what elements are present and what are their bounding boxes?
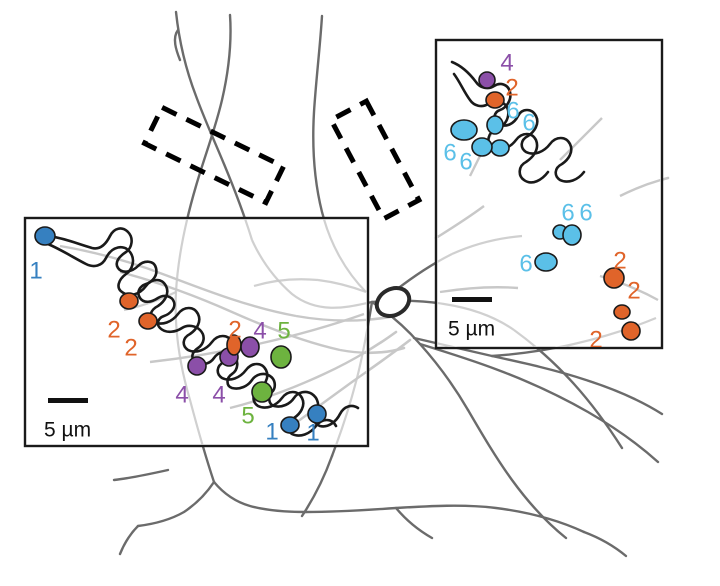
dendrite-branch-0 <box>174 10 254 242</box>
inset-top-right-bg-light-12 <box>619 178 661 198</box>
inset-bottom-left-border <box>23 216 370 448</box>
inset-bottom-left-bg-dark-20 <box>334 324 367 445</box>
inset-bottom-left-bg-light-2 <box>119 270 341 352</box>
inset-bottom-left-bg-dark-17 <box>420 344 658 462</box>
dendrite-branch-7 <box>212 480 308 514</box>
spine-marker-bl-m1 <box>34 226 56 246</box>
spine-label-tr-m12: 2 <box>589 326 602 353</box>
spine-label-bl-m4: 4 <box>175 381 188 408</box>
spine-label-bl-m9: 5 <box>241 402 254 429</box>
dendrite-branch-9 <box>112 468 170 482</box>
spine-label-bl-m10: 1 <box>265 418 278 445</box>
dendrite-branch-17 <box>418 342 660 464</box>
inset-top-right-bg-dark-12 <box>513 329 538 347</box>
inset-bottom-left-bg-light-0 <box>59 244 297 318</box>
spine-marker-tr-m11 <box>613 304 631 320</box>
spine-label-bl-m6: 2 <box>228 316 241 343</box>
inset-top-right-bg-light-9 <box>559 117 603 161</box>
spine-label-tr-m2: 2 <box>505 74 518 101</box>
spine-marker-tr-m12 <box>621 321 641 341</box>
inset-top-right-bg-dark-23 <box>451 234 523 256</box>
inset-bottom-left-scalebar <box>48 398 88 403</box>
spine-label-tr-m3: 6 <box>506 97 519 124</box>
inset-top-right-bg-light-7 <box>437 205 485 239</box>
inset-top-right-border <box>434 38 664 350</box>
dendrite-branch-19 <box>582 530 628 558</box>
inset-top-right-bg-dark-22 <box>437 253 453 264</box>
spine-marker-bl-m9 <box>251 381 273 403</box>
inset-top-right-bg-light-10 <box>439 286 519 294</box>
soma <box>374 286 412 318</box>
dashed-box-left <box>141 104 287 206</box>
spine-marker-tr-m2 <box>485 91 505 109</box>
spine-label-tr-m7: 6 <box>561 199 574 226</box>
inset-top-right-bg-dark-8 <box>306 506 584 532</box>
inset-top-right-dendrite-outline-0 <box>450 60 586 183</box>
dendrite-branch-6 <box>136 480 216 528</box>
spine-marker-bl-m2 <box>119 292 139 310</box>
inset-top-right-bg-dark-17 <box>420 344 658 462</box>
spine-marker-tr-m8 <box>562 224 582 246</box>
spine-marker-bl-m3 <box>138 312 158 330</box>
inset-bottom-left-bg-dark-3 <box>174 219 204 445</box>
inset-bottom-left-bg-dark-2 <box>250 239 367 309</box>
dendrite-branch-14 <box>466 408 568 540</box>
spine-label-tr-m1: 4 <box>500 49 513 76</box>
inset-bottom-left-bg-dark-4 <box>322 219 367 293</box>
spine-label-tr-m8: 6 <box>579 199 592 226</box>
inset-top-right-bg-dark-6 <box>138 482 214 526</box>
dashed-boxes <box>141 97 423 223</box>
inset-top-right-scalebar <box>452 297 492 302</box>
spine-marker-tr-m9 <box>534 252 558 272</box>
inset-bottom-left-dendrite-outline-1 <box>46 242 338 437</box>
inset-bottom-left-bg-dark-24 <box>317 278 367 294</box>
inset-bottom-left-bg-light-6 <box>285 370 367 431</box>
spine-marker-bl-m8 <box>270 345 292 369</box>
spine-marker-bl-m11 <box>307 404 327 424</box>
inset-bottom-left-bg-dark-6 <box>138 482 214 526</box>
spine-marker-bl-m7 <box>240 336 260 358</box>
spine-marker-tr-m10 <box>603 267 625 289</box>
dendrite-branch-10 <box>118 524 140 556</box>
spine-label-tr-m6: 6 <box>459 148 472 175</box>
spine-label-bl-m7: 4 <box>253 317 266 344</box>
spine-label-bl-m2: 2 <box>107 316 120 343</box>
spine-label-bl-m8: 5 <box>277 317 290 344</box>
dendrite-branch-21 <box>300 454 334 518</box>
spine-marker-tr-m4 <box>490 139 510 157</box>
spine-marker-tr-m5 <box>450 119 478 141</box>
inset-bottom-left-bg-light-3 <box>339 348 367 354</box>
inset-bottom-left-bg-dark-8 <box>306 506 584 532</box>
spine-label-bl-m5: 4 <box>212 381 225 408</box>
spine-label-bl-m3: 2 <box>124 334 137 361</box>
soma-group <box>374 286 412 318</box>
dendrite-branch-1 <box>173 28 182 62</box>
dendrite-branch-18 <box>394 506 434 540</box>
inset-top-right-scalebar-label: 5 µm <box>448 317 495 340</box>
spine-marker-bl-m10 <box>280 416 300 434</box>
inset-bottom-left-scalebar-label: 5 µm <box>44 418 91 441</box>
dashed-box-right <box>327 97 423 223</box>
inset-bottom-left-dendrite-outline-0 <box>46 227 360 428</box>
spine-label-tr-m4: 6 <box>522 109 535 136</box>
spine-marker-tr-m6 <box>471 137 493 157</box>
spine-label-bl-m11: 1 <box>306 419 319 446</box>
spine-label-tr-m5: 6 <box>443 139 456 166</box>
spine-marker-bl-m4 <box>187 356 207 376</box>
spine-marker-tr-m3 <box>486 115 504 135</box>
inset-bottom-left-bg-dark-25 <box>253 278 319 288</box>
spine-label-tr-m9: 6 <box>519 250 532 277</box>
spine-label-bl-m1: 1 <box>29 257 42 284</box>
spine-marker-tr-m1 <box>478 71 496 89</box>
dendrite-branch-8 <box>304 504 586 534</box>
spine-label-tr-m10: 2 <box>613 247 626 274</box>
spine-label-tr-m11: 2 <box>627 277 640 304</box>
inset-top-right-bg-dark-11 <box>437 301 515 331</box>
